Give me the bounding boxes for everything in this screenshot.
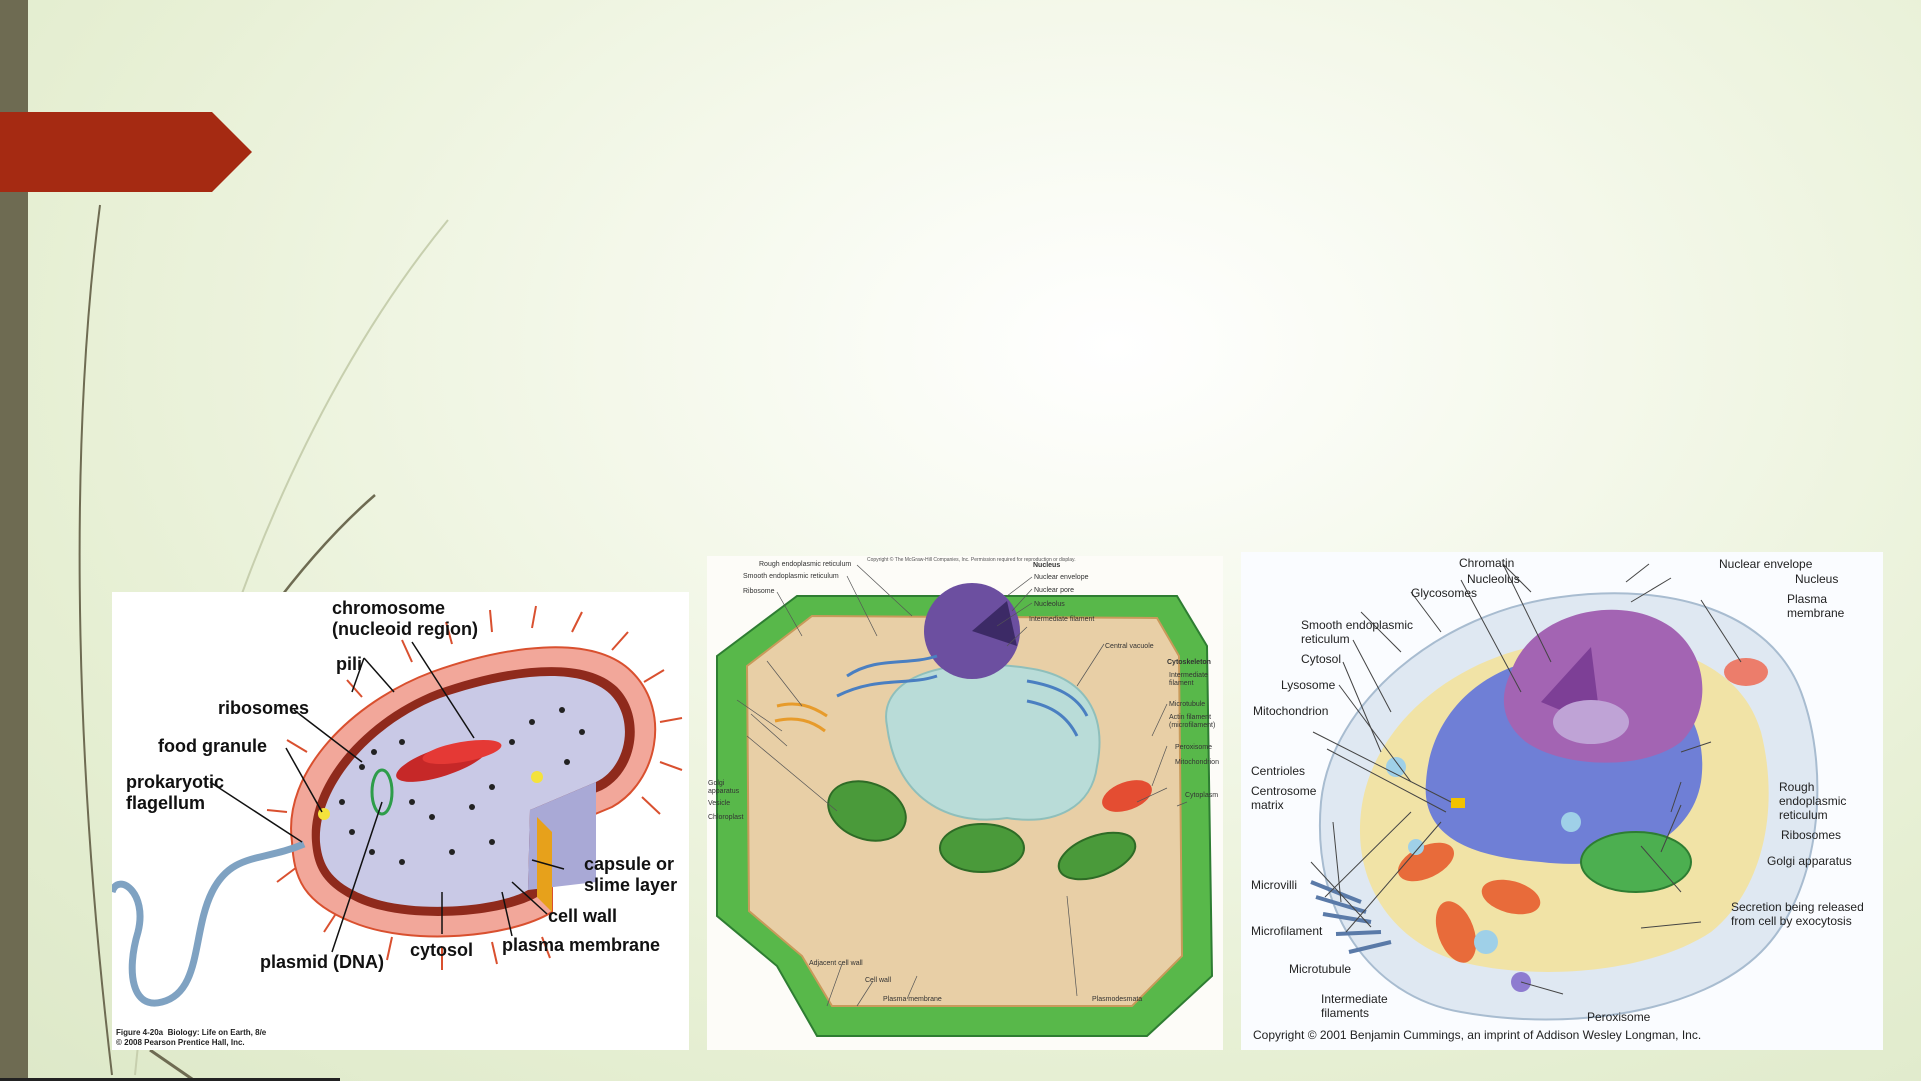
label-golgi: Golgi apparatus [1767, 854, 1852, 868]
label-cell-wall: cell wall [548, 906, 618, 926]
label-smooth-er: Smooth endoplasmic reticulum [743, 573, 839, 580]
animal-copyright: Copyright © 2001 Benjamin Cummings, an i… [1253, 1028, 1702, 1042]
plant-copyright: Copyright © The McGraw-Hill Companies, I… [867, 557, 1076, 563]
label-central-vacuole: Central vacuole [1105, 643, 1154, 650]
label-adjacent-wall: Adjacent cell wall [809, 960, 863, 967]
label-glycosomes: Glycosomes [1411, 586, 1478, 600]
label-secretion: Secretion being released from cell by ex… [1731, 900, 1864, 928]
prokaryote-illustration [112, 605, 683, 1007]
plant-cell-diagram: Copyright © The McGraw-Hill Companies, I… [707, 556, 1223, 1050]
label-centrioles: Centrioles [1251, 764, 1306, 778]
label-cyto-intermediate: Intermediate filament [1169, 672, 1208, 687]
label-intermediate-filaments: Intermediate filaments [1321, 992, 1388, 1020]
label-vesicle: Vesicle [708, 800, 731, 807]
label-plasmodesmata: Plasmodesmata [1092, 996, 1143, 1003]
label-chromosome: chromosome (nucleoid region) [332, 598, 478, 639]
label-microtubule: Microtubule [1169, 701, 1206, 708]
title-tab-arrow [0, 112, 252, 192]
label-microvilli: Microvilli [1251, 878, 1297, 892]
label-rough-er: Rough endoplasmic reticulum [1779, 780, 1847, 822]
label-intermediate-filament: Intermediate filament [1029, 616, 1095, 623]
label-flagellum: prokaryotic flagellum [126, 772, 225, 813]
label-microtubule: Microtubule [1289, 962, 1352, 976]
label-peroxisome: Peroxisome [1587, 1010, 1651, 1024]
label-nuclear-pore: Nuclear pore [1034, 587, 1075, 594]
label-plasma-membrane: plasma membrane [502, 935, 661, 955]
label-smooth-er: Smooth endoplasmic reticulum [1301, 618, 1414, 646]
label-cytoskeleton: Cytoskeleton [1167, 659, 1211, 666]
plant-cell-illustration [716, 564, 1214, 1037]
label-centrosome: Centrosome matrix [1251, 784, 1317, 812]
label-ribosomes: ribosomes [218, 698, 310, 718]
label-lysosome: Lysosome [1281, 678, 1336, 692]
label-ribosomes: Ribosomes [1781, 828, 1842, 842]
label-cytosol: cytosol [410, 940, 474, 960]
label-mitochondrion: Mitochondrion [1253, 704, 1329, 718]
label-plasma-membrane: Plasma membrane [883, 996, 942, 1003]
label-peroxisome: Peroxisome [1175, 744, 1212, 751]
label-food-granule: food granule [158, 736, 267, 756]
label-nucleolus: Nucleolus [1467, 572, 1520, 586]
label-cell-wall: Cell wall [865, 977, 892, 984]
prokaryotic-cell-diagram: chromosome (nucleoid region) pili riboso… [112, 592, 689, 1050]
label-microfilament: Microfilament [1251, 924, 1323, 938]
label-actin: Actin filament (microfilament) [1169, 714, 1216, 729]
label-pili: pili [336, 654, 362, 674]
label-nuclear-envelope: Nuclear envelope [1719, 557, 1813, 571]
label-plasma-membrane: Plasma membrane [1787, 592, 1845, 620]
label-chromatin: Chromatin [1459, 556, 1515, 570]
label-capsule: capsule or slime layer [584, 854, 678, 895]
label-cytosol: Cytosol [1301, 652, 1342, 666]
label-golgi: Golgi apparatus [708, 780, 740, 795]
label-rough-er: Rough endoplasmic reticulum [759, 561, 852, 568]
label-nuclear-envelope: Nuclear envelope [1034, 574, 1089, 581]
animal-cell-illustration [1310, 563, 1819, 1021]
label-nucleolus: Nucleolus [1034, 601, 1065, 608]
label-cytoplasm: Cytoplasm [1185, 792, 1219, 799]
label-nucleus: Nucleus [1795, 572, 1839, 586]
label-nucleus: Nucleus [1033, 562, 1061, 569]
label-mitochondrion: Mitochondrion [1175, 759, 1219, 766]
label-ribosome: Ribosome [743, 588, 775, 595]
figure-credit: Figure 4-20a Biology: Life on Earth, 8/e… [116, 1028, 267, 1047]
label-chloroplast: Chloroplast [708, 814, 744, 821]
footer-line [0, 1078, 340, 1081]
animal-cell-diagram: Chromatin Nuclear envelope Nucleolus Nuc… [1241, 552, 1883, 1050]
label-plasmid: plasmid (DNA) [260, 952, 385, 972]
